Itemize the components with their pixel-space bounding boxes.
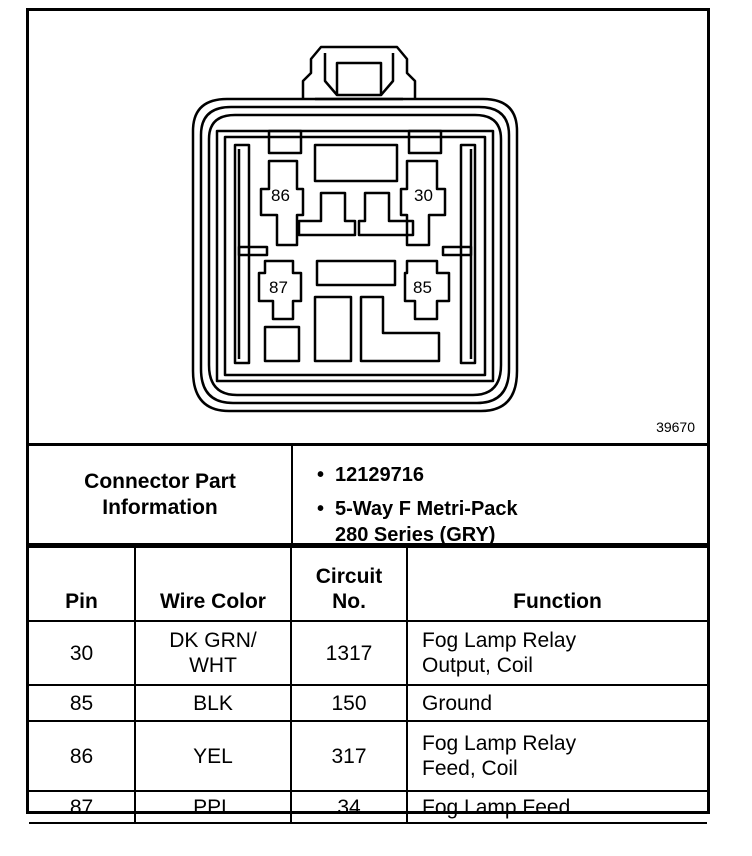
pin-label-87: 87 — [269, 278, 288, 297]
bullet-icon: • — [317, 498, 325, 520]
cell-circuit: 1317 — [290, 620, 408, 686]
connector-part-info: Connector Part Information • 12129716 • … — [29, 446, 707, 546]
connector-face-drawing: 86 30 87 85 — [191, 45, 519, 413]
connector-sheet: 86 30 87 85 39670 Connector Part Informa… — [26, 8, 710, 824]
cell-wire-color: BLK — [134, 684, 292, 722]
description-line2: 280 Series (GRY) — [335, 524, 496, 546]
cell-circuit: 34 — [290, 790, 408, 824]
cell-function: Fog Lamp Feed — [406, 790, 707, 824]
cell-circuit: 150 — [290, 684, 408, 722]
latch-icon — [301, 45, 417, 101]
header-wire-color: Wire Color — [134, 546, 292, 622]
description-line1: 5-Way F Metri-Pack — [335, 498, 518, 520]
bullet-icon: • — [317, 464, 325, 486]
info-heading-line1: Connector Part — [84, 469, 236, 493]
cell-wire-color: DK GRN/WHT — [134, 620, 292, 686]
cell-circuit: 317 — [290, 720, 408, 792]
connector-diagram-panel: 86 30 87 85 39670 — [29, 11, 707, 446]
description-line: • 5-Way F Metri-Pack — [317, 496, 518, 522]
cell-wire-color: PPL — [134, 790, 292, 824]
figure-id: 39670 — [656, 419, 695, 435]
part-number-line: • 12129716 — [317, 462, 424, 488]
table-row: 85 BLK 150 Ground — [29, 684, 707, 722]
part-number: 12129716 — [335, 464, 424, 486]
table-row: 87 PPL 34 Fog Lamp Feed — [29, 790, 707, 824]
pin-label-30: 30 — [414, 186, 433, 205]
header-function: Function — [406, 546, 707, 622]
connector-housing — [191, 97, 519, 413]
pin-label-86: 86 — [271, 186, 290, 205]
description-line-2: 280 Series (GRY) — [335, 522, 495, 548]
cell-pin: 86 — [29, 720, 136, 792]
terminal-cavities — [237, 129, 473, 363]
header-pin: Pin — [29, 546, 136, 622]
info-heading-line2: Information — [102, 495, 218, 519]
cell-function: Ground — [406, 684, 707, 722]
pin-label-85: 85 — [413, 278, 432, 297]
info-details: • 12129716 • 5-Way F Metri-Pack 280 Seri… — [293, 446, 707, 546]
info-heading: Connector Part Information — [29, 446, 293, 543]
cell-wire-color: YEL — [134, 720, 292, 792]
cell-pin: 85 — [29, 684, 136, 722]
cell-pin: 87 — [29, 790, 136, 824]
cell-pin: 30 — [29, 620, 136, 686]
